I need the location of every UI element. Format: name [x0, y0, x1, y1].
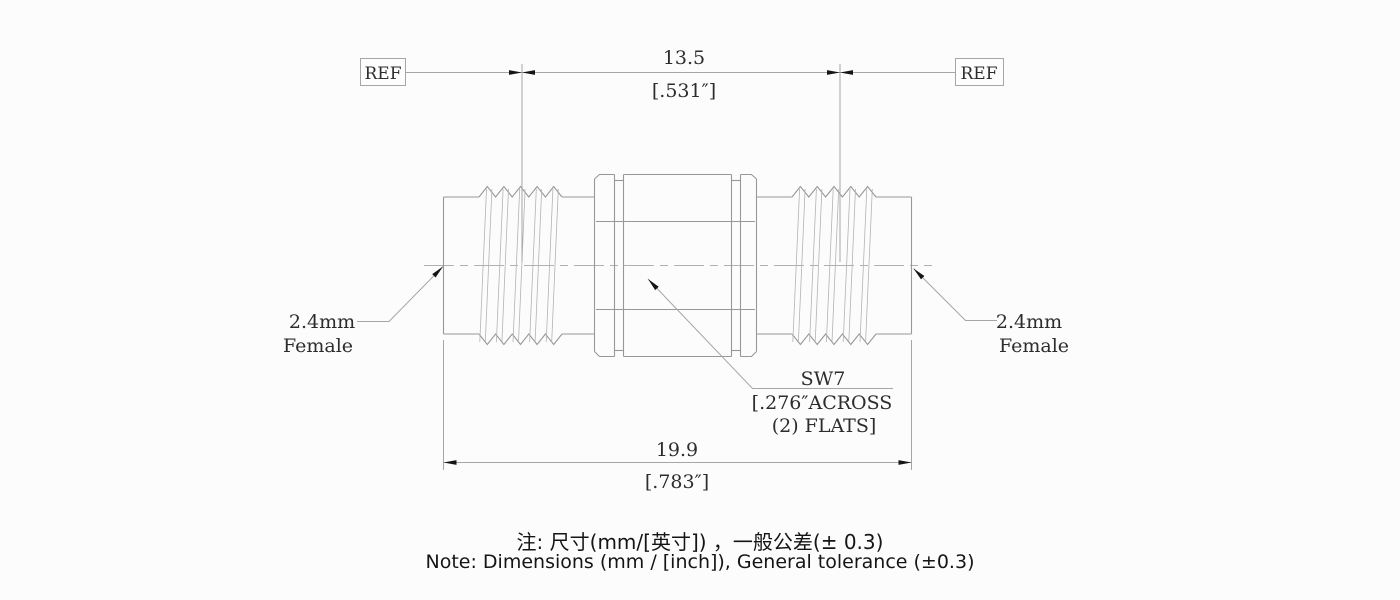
ref-label-right: REF	[960, 64, 997, 84]
hex-flats-label: (2) FLATS]	[772, 415, 877, 437]
note-line-chinese: 注: 尺寸(mm/[英寸]) ，一般公差(± 0.3)	[516, 530, 884, 554]
ref-box-left	[360, 58, 406, 86]
thread-hatching	[479, 188, 873, 343]
leader-hex	[647, 278, 893, 389]
top-dimension-inch: [.531″]	[652, 80, 716, 102]
leader-right-connector	[913, 268, 997, 321]
thread-profile	[478, 185, 877, 346]
right-connector-type: 2.4mm	[996, 311, 1062, 333]
hex-across-label: [.276″ACROSS	[752, 392, 893, 414]
leader-left-connector	[357, 266, 444, 322]
overall-dimension-mm: 19.9	[656, 439, 698, 461]
right-connector-gender: Female	[999, 335, 1069, 357]
note-line-english: Note: Dimensions (mm / [inch]), General …	[425, 551, 975, 573]
top-dimension-mm: 13.5	[663, 47, 705, 69]
overall-dimension-inch: [.783″]	[645, 471, 709, 493]
arrowheads	[432, 70, 925, 465]
dimension-lines	[357, 64, 997, 470]
hex-size-label: SW7	[801, 368, 846, 390]
ref-label-left: REF	[364, 64, 401, 84]
left-connector-gender: Female	[283, 335, 353, 357]
part-outline	[442, 173, 913, 358]
ref-box-right	[955, 58, 1004, 86]
left-connector-type: 2.4mm	[289, 311, 355, 333]
